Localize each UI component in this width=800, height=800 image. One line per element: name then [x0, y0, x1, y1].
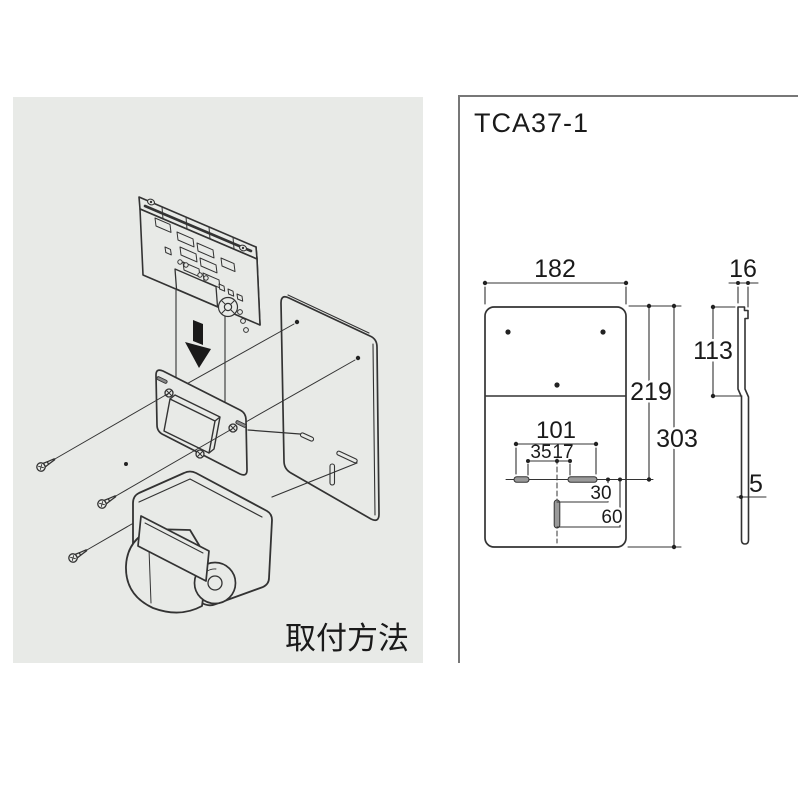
back-plate-hole-dot: [355, 355, 361, 361]
back-plate-drawing: [173, 294, 380, 522]
keyhole-slot: [567, 476, 598, 483]
wall-mark-dot: [124, 462, 128, 466]
remote-screw-hole: [238, 244, 248, 252]
dim-side-plate-gap: 5: [749, 470, 763, 498]
bracket-screw: [228, 423, 238, 433]
mounting-screw: [97, 428, 233, 509]
vertical-slot: [553, 499, 561, 529]
installation-method-label: 取付方法: [285, 621, 409, 656]
dim-slot-span: 101: [536, 417, 576, 444]
remote-dial: [217, 296, 239, 318]
dim-slot-left-offset: 35: [530, 442, 551, 463]
dim-side-upper-height: 113: [693, 337, 733, 365]
dim-front-width: 182: [534, 255, 576, 283]
bracket-screw: [164, 388, 174, 398]
mount-hole-dot: [554, 382, 560, 388]
remote-buttons: [154, 217, 244, 302]
back-plate-hole-dot: [294, 319, 300, 325]
remote-screw-hole: [146, 198, 156, 206]
dim-hook-drop: 30: [590, 483, 611, 504]
front-view-dimensions: [482, 280, 682, 550]
remote-display: [174, 268, 219, 308]
dim-total-height: 303: [656, 425, 698, 453]
down-arrow: [185, 320, 211, 368]
paper-holder-drawing: [125, 470, 273, 614]
screw-path-line: [247, 429, 301, 435]
mount-hole-dot: [600, 329, 606, 335]
dim-upper-height: 219: [630, 378, 672, 406]
product-code: TCA37-1: [474, 108, 589, 138]
screw-path-line: [271, 462, 358, 498]
front-view-drawing: [484, 306, 654, 548]
side-view-drawing: [737, 306, 750, 545]
holder-cover-flap: [137, 515, 210, 582]
bracket-screw: [195, 449, 205, 459]
dimension-panel: TCA37-1: [458, 95, 798, 663]
keyhole-slot: [513, 476, 530, 483]
dim-slot-right-offset: 17: [552, 442, 573, 463]
leader-line: [173, 323, 295, 392]
dimension-panel-border: [458, 95, 798, 663]
dim-side-depth: 16: [729, 255, 757, 283]
installation-panel: 取付方法: [13, 97, 423, 663]
mount-hole-dot: [505, 329, 511, 335]
remote-control-drawing: [138, 196, 261, 333]
mounting-screw: [36, 393, 169, 472]
side-view-dimensions: [710, 281, 767, 499]
leader-line: [236, 359, 356, 428]
mounting-screw: [68, 522, 135, 563]
dim-lower-slot-drop: 60: [601, 507, 622, 528]
